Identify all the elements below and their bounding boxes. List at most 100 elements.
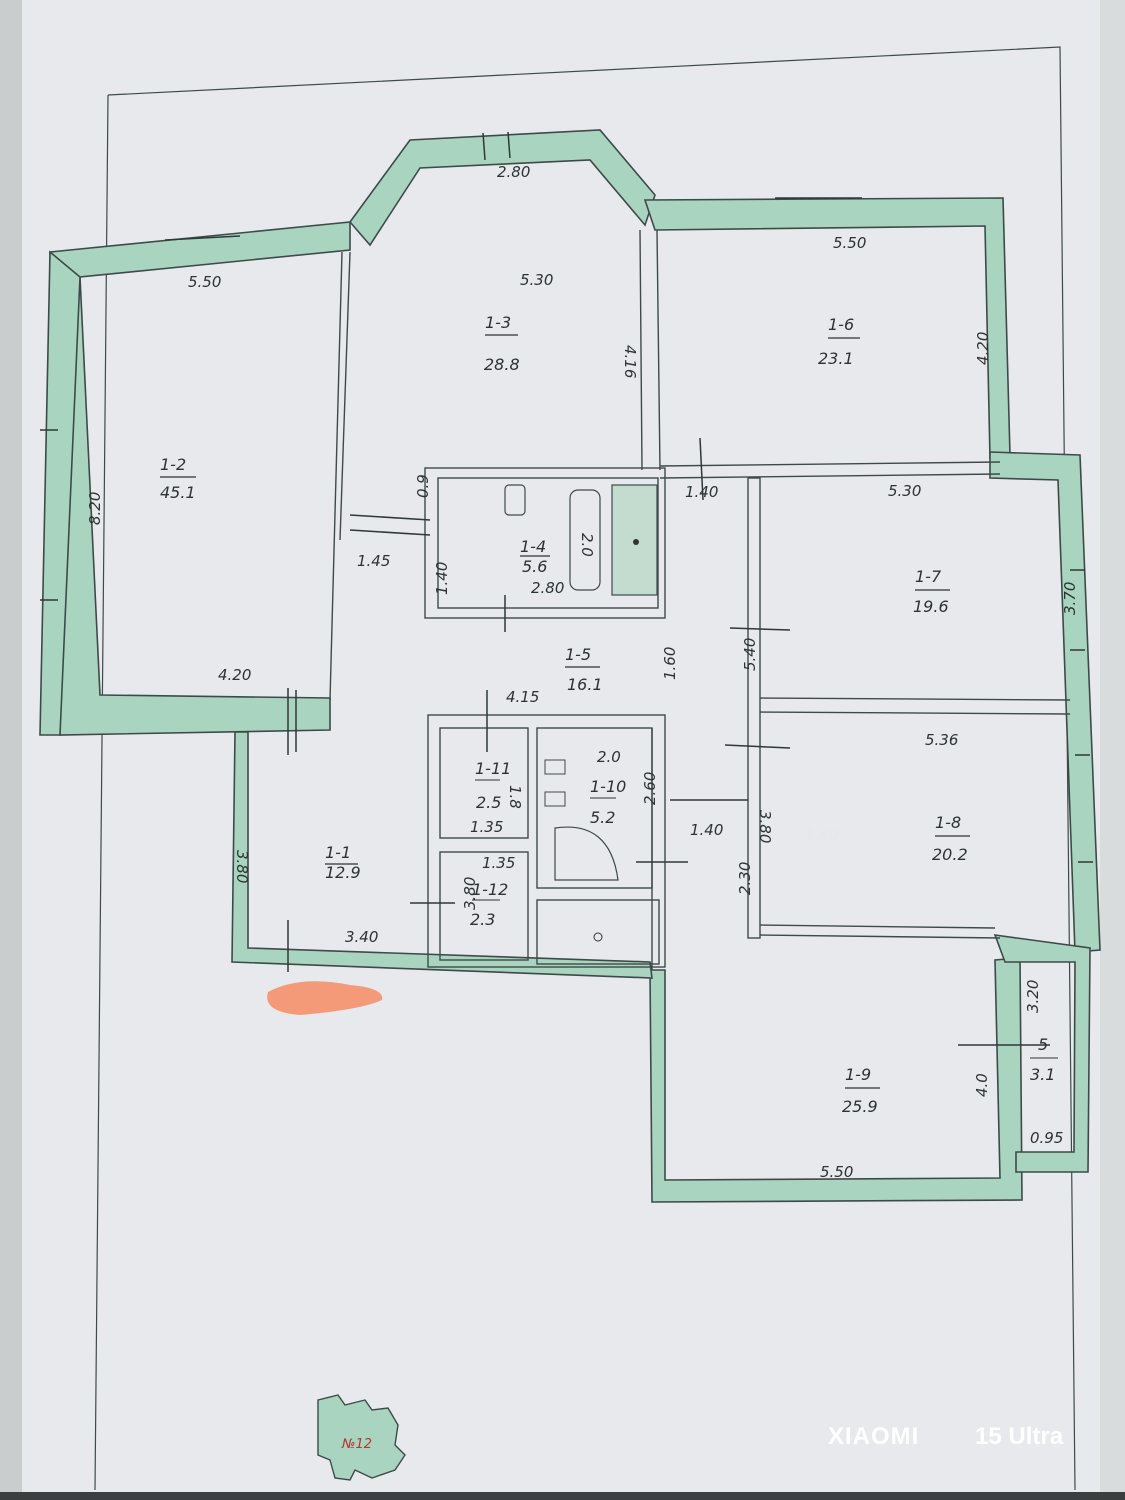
paper-edge (1100, 0, 1125, 1500)
bottom-strip (0, 1492, 1125, 1500)
svg-text:1-1: 1-1 (325, 843, 351, 862)
svg-text:2.0: 2.0 (597, 748, 621, 766)
svg-text:1-7: 1-7 (915, 567, 942, 586)
svg-text:5.50: 5.50 (188, 273, 221, 291)
window-marks (40, 131, 1093, 863)
door-marks (287, 437, 1050, 1046)
room-1-10: 1-10 5.2 (590, 777, 626, 827)
room-1-9: 1-9 25.9 (842, 1065, 880, 1116)
bathroom-1-4-walls (424, 467, 666, 619)
wc-block-walls (427, 714, 666, 968)
fixtures (504, 484, 658, 942)
svg-text:8.20: 8.20 (86, 492, 104, 525)
svg-text:28.8: 28.8 (484, 355, 520, 374)
watermark-brand: XIAOMI (828, 1423, 919, 1450)
svg-text:25.9: 25.9 (842, 1097, 878, 1116)
svg-text:1-10: 1-10 (590, 777, 626, 796)
toilet-icon (504, 484, 526, 516)
svg-text:1-12: 1-12 (472, 880, 508, 899)
svg-text:23.1: 23.1 (818, 349, 854, 368)
room-1-12-walls (439, 851, 529, 961)
shower-icon (554, 826, 619, 881)
svg-text:3.70: 3.70 (1061, 582, 1079, 615)
svg-text:3.80: 3.80 (756, 810, 774, 843)
svg-text:5: 5 (1038, 1035, 1048, 1054)
redaction-mark (267, 981, 383, 1015)
svg-text:2.80: 2.80 (497, 163, 530, 181)
room-labels: 1-2 45.1 1-3 28.8 1-6 23.1 1-4 5.6 1-5 1… (160, 313, 1058, 1116)
svg-text:5.30: 5.30 (888, 482, 921, 500)
svg-text:5.6: 5.6 (522, 557, 547, 576)
svg-text:2.5: 2.5 (476, 793, 501, 812)
svg-text:0.95: 0.95 (1030, 1129, 1063, 1147)
dimension-label: 1.40 (805, 826, 838, 844)
svg-text:5.36: 5.36 (925, 731, 958, 749)
svg-text:5.30: 5.30 (520, 271, 553, 289)
svg-text:2.0: 2.0 (578, 533, 596, 557)
exterior-walls (39, 129, 1101, 1203)
svg-text:5.50: 5.50 (820, 1163, 853, 1181)
room-1-11-walls (439, 727, 529, 839)
frame-border-left (94, 94, 109, 1491)
watermark-model: 15 Ultra (975, 1423, 1064, 1450)
svg-text:1-9: 1-9 (845, 1065, 871, 1084)
room-5-balcony: 5 3.1 (1030, 1035, 1058, 1084)
frame-border (107, 46, 1076, 1491)
svg-text:1.40: 1.40 (685, 483, 718, 501)
svg-text:3.1: 3.1 (1030, 1065, 1055, 1084)
wall-room-1-2 (49, 221, 351, 736)
svg-text:5.2: 5.2 (590, 808, 615, 827)
svg-text:4.0: 4.0 (973, 1073, 991, 1097)
svg-text:1.45: 1.45 (357, 552, 390, 570)
wall-bay-1-3 (348, 129, 656, 247)
svg-text:3.40: 3.40 (345, 928, 378, 946)
camera-watermark: XIAOMI 15 Ultra (828, 1423, 1064, 1450)
svg-text:5.50: 5.50 (833, 234, 866, 252)
dimension-labels: 2.80 5.30 4.16 5.50 5.50 4.20 8.20 4.20 … (86, 163, 1079, 1181)
svg-text:№12: №12 (341, 1437, 372, 1452)
svg-text:3.20: 3.20 (1024, 980, 1042, 1013)
wall-1-7-1-8-west (747, 477, 761, 939)
svg-text:1-5: 1-5 (565, 645, 591, 664)
wall-balcony (993, 934, 1091, 1173)
svg-text:3.80: 3.80 (233, 850, 251, 883)
svg-text:2.80: 2.80 (531, 579, 564, 597)
room-1-5: 1-5 16.1 (565, 645, 603, 694)
svg-text:2.60: 2.60 (641, 772, 659, 805)
bathtub-icon (569, 489, 601, 591)
building-location-stamp: №12 (317, 1394, 406, 1481)
svg-text:0.9: 0.9 (414, 474, 432, 498)
svg-text:1.40: 1.40 (433, 562, 451, 595)
room-1-6: 1-6 23.1 (818, 315, 860, 368)
room-1-2: 1-2 45.1 (160, 455, 196, 502)
wall-room-1-1 (231, 731, 653, 979)
svg-text:4.20: 4.20 (974, 332, 992, 365)
svg-text:4.16: 4.16 (621, 345, 639, 378)
svg-text:4.20: 4.20 (218, 666, 251, 684)
wall-room-1-9 (649, 957, 1023, 1203)
svg-text:1-6: 1-6 (828, 315, 854, 334)
svg-text:1-8: 1-8 (935, 813, 961, 832)
room-1-11: 1-11 2.5 (475, 759, 511, 812)
svg-text:1.8: 1.8 (506, 785, 524, 809)
svg-text:16.1: 16.1 (567, 675, 603, 694)
paper-left-edge (0, 0, 22, 1500)
svg-text:12.9: 12.9 (325, 863, 361, 882)
room-1-7: 1-7 19.6 (913, 567, 950, 616)
wall-west (39, 250, 81, 736)
svg-text:1-11: 1-11 (475, 759, 511, 778)
svg-text:2.3: 2.3 (470, 910, 495, 929)
room-1-12: 1-12 2.3 (470, 880, 508, 929)
svg-text:4.15: 4.15 (506, 688, 539, 706)
interior-walls (329, 229, 1071, 970)
svg-text:1.60: 1.60 (661, 647, 679, 680)
svg-text:1.35: 1.35 (482, 854, 515, 872)
svg-text:20.2: 20.2 (932, 845, 968, 864)
svg-text:45.1: 45.1 (160, 483, 196, 502)
room-1-8: 1-8 20.2 (932, 813, 970, 864)
room-1-4: 1-4 5.6 (520, 537, 550, 576)
svg-text:1-4: 1-4 (520, 537, 546, 556)
svg-text:5.40: 5.40 (741, 638, 759, 671)
svg-text:1.35: 1.35 (470, 818, 503, 836)
